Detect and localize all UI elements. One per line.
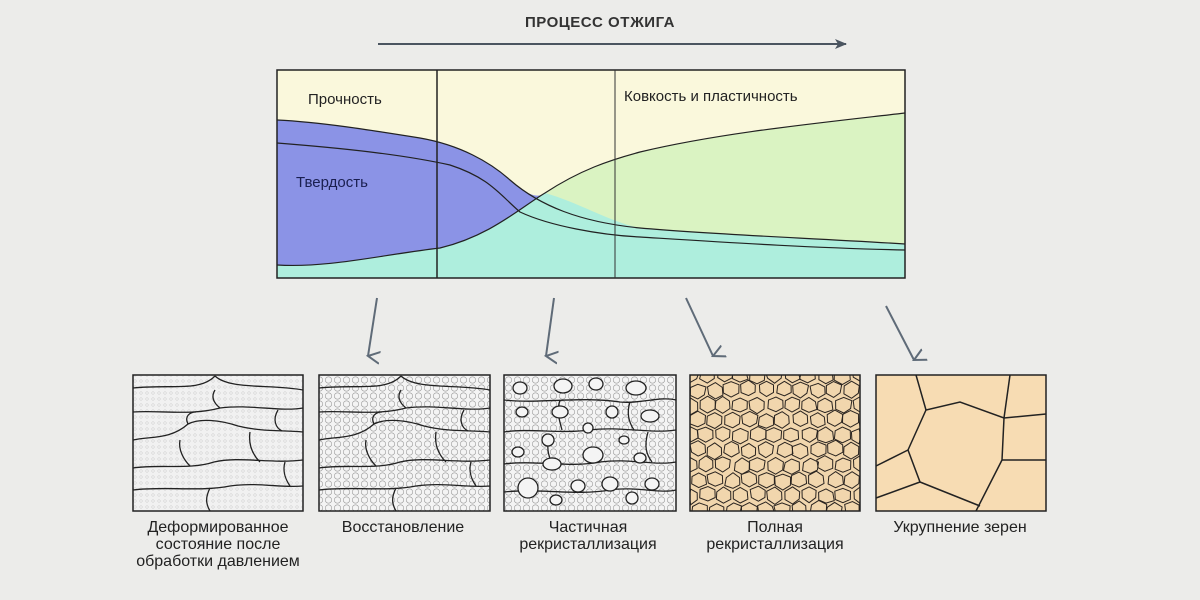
stage-caption-recovery: Восстановление [341, 519, 465, 536]
grain-cell [776, 380, 792, 397]
grain-cell [790, 471, 808, 488]
grain-cell [749, 457, 766, 473]
grain-cell [774, 473, 792, 491]
grain-cell [802, 457, 820, 475]
grain-cell [818, 488, 835, 504]
grain-cell [808, 470, 825, 489]
ductility-curve [277, 112, 905, 267]
grain-cell [731, 427, 749, 445]
grain-cell [767, 396, 784, 413]
grain-cell [715, 486, 732, 504]
grain-cell [758, 472, 775, 489]
grain-cell [792, 381, 810, 399]
ductility-label: Ковкость и пластичность [624, 88, 798, 105]
grain-cell [782, 458, 800, 475]
grain-cell [699, 485, 716, 502]
grain-cell [801, 396, 818, 413]
grain-cell [827, 439, 844, 457]
grain-cell [758, 380, 774, 398]
grain-cell [696, 426, 714, 443]
grain-cell [691, 472, 708, 489]
grain-cell [816, 397, 834, 414]
grain-cell [714, 395, 731, 414]
hardness-zone [277, 120, 545, 266]
properties-chart [277, 70, 905, 278]
grain-cell [715, 426, 731, 442]
grain-cell [792, 410, 809, 427]
grain-cell [801, 486, 817, 504]
grain-cell [816, 455, 834, 472]
grain-cell [841, 410, 860, 428]
grain-panel-coarse [875, 374, 1047, 512]
stage-caption-full: Полная рекристаллизация [706, 519, 844, 553]
grain-cell [834, 487, 852, 504]
process-title: ПРОЦЕСС ОТЖИГА [525, 14, 675, 31]
grain-cell [706, 382, 724, 400]
grain-cell [810, 441, 827, 458]
grain-cell [817, 426, 835, 444]
grain-cell [714, 456, 731, 473]
grain-cell [698, 455, 714, 473]
grain-cell [809, 412, 826, 429]
down-arrow-icon [685, 297, 713, 356]
grain-cell [767, 456, 784, 475]
hardness-label: Твердость [296, 174, 368, 191]
down-arrow-icon [885, 305, 914, 360]
grain-cell [757, 413, 775, 429]
down-arrow-icon [546, 297, 554, 356]
grain-cell [740, 442, 757, 459]
grain-cell [706, 442, 723, 461]
grain-cell [784, 486, 801, 505]
grain-cell [748, 396, 765, 415]
grain-cell [722, 381, 740, 398]
stage-caption-coarse: Укрупнение зерен [893, 519, 1027, 536]
grain-cell [765, 427, 783, 443]
strength-label: Прочность [308, 91, 382, 108]
down-arrow-icon [368, 297, 377, 356]
grain-cell [783, 427, 800, 443]
grain-cell [776, 441, 794, 459]
grain-cell [801, 426, 819, 443]
base-zone [277, 193, 905, 278]
grain-cell [833, 426, 852, 444]
grain-panel-deformed [132, 374, 304, 512]
grain-cell [825, 380, 843, 398]
grain-cell [809, 382, 826, 399]
grain-cell [843, 441, 860, 460]
hardness-curve [277, 119, 905, 245]
grain-cell [731, 397, 748, 413]
grain-cell [835, 396, 853, 414]
stage-caption-partial: Частичная рекристаллизация [519, 519, 657, 553]
grain-cell [757, 441, 775, 459]
grain-cell [749, 485, 766, 502]
grain-cell [766, 486, 783, 506]
grain-cell [706, 471, 724, 487]
chart-frame [276, 69, 906, 279]
grain-cell [724, 472, 741, 489]
grain-cell [741, 410, 759, 428]
grain-cell [773, 411, 790, 429]
grain-cell [732, 486, 749, 504]
grain-cell [723, 441, 740, 458]
grain-panel-partial [503, 374, 677, 512]
grain-cell [791, 442, 809, 460]
grain-cell [749, 425, 767, 443]
grain-cell [827, 470, 844, 489]
grain-cell [699, 395, 716, 414]
strength-curve [277, 142, 905, 251]
grain-panel-full [689, 374, 861, 512]
grain-cell [740, 379, 756, 397]
grain-panel-recovery [318, 374, 491, 512]
grain-cell [784, 396, 801, 413]
grain-cell [740, 471, 758, 488]
stage-caption-deformed: Деформированное состояние после обработк… [136, 519, 300, 570]
grain-cell [706, 412, 723, 430]
grain-cell [724, 411, 741, 429]
grain-cell [834, 457, 852, 473]
